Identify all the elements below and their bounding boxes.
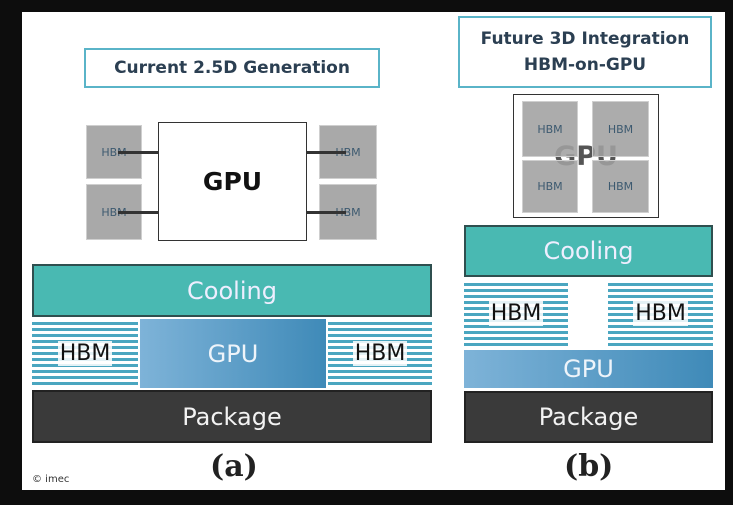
- hbm-chip-stacked: HBM: [592, 101, 649, 157]
- copyright-text: © imec: [32, 474, 70, 485]
- hbm-stack-label: HBM: [633, 301, 688, 326]
- hbm-on-gpu-die: GPU HBM HBM HBM HBM: [513, 94, 659, 218]
- interposer-wire: [306, 211, 346, 214]
- hbm-stack-left: HBM: [32, 319, 138, 388]
- hbm-chip-stacked: HBM: [522, 160, 578, 213]
- hbm-chip-stacked: HBM: [592, 160, 649, 213]
- hbm-stack-right: HBM: [328, 319, 432, 388]
- gpu-layer: GPU: [464, 350, 713, 388]
- hbm-stack-left: HBM: [464, 280, 568, 347]
- hbm-stack-right: HBM: [608, 280, 713, 347]
- interposer-wire: [118, 211, 158, 214]
- interposer-wire: [118, 151, 158, 154]
- package-layer: Package: [32, 390, 432, 443]
- left-title: Current 2.5D Generation: [84, 48, 380, 88]
- package-layer: Package: [464, 391, 713, 443]
- hbm-chip-bottom-right: HBM: [319, 184, 377, 240]
- cooling-layer: Cooling: [32, 264, 432, 317]
- caption-b: (b): [564, 449, 614, 484]
- interposer-wire: [306, 151, 346, 154]
- hbm-stack-label: HBM: [57, 341, 113, 366]
- gpu-die: GPU: [158, 122, 307, 241]
- right-title-line2: HBM-on-GPU: [523, 55, 647, 75]
- hbm-stack-label: HBM: [352, 341, 408, 366]
- hbm-chip-stacked: HBM: [522, 101, 578, 157]
- right-title: Future 3D Integration HBM-on-GPU: [458, 16, 712, 88]
- right-title-line1: Future 3D Integration: [480, 29, 690, 49]
- gpu-layer: GPU: [140, 319, 326, 388]
- cooling-layer: Cooling: [464, 225, 713, 277]
- caption-a: (a): [210, 449, 258, 484]
- diagram-canvas: Current 2.5D Generation HBM HBM HBM HBM …: [22, 12, 725, 490]
- hbm-stack-label: HBM: [488, 301, 544, 326]
